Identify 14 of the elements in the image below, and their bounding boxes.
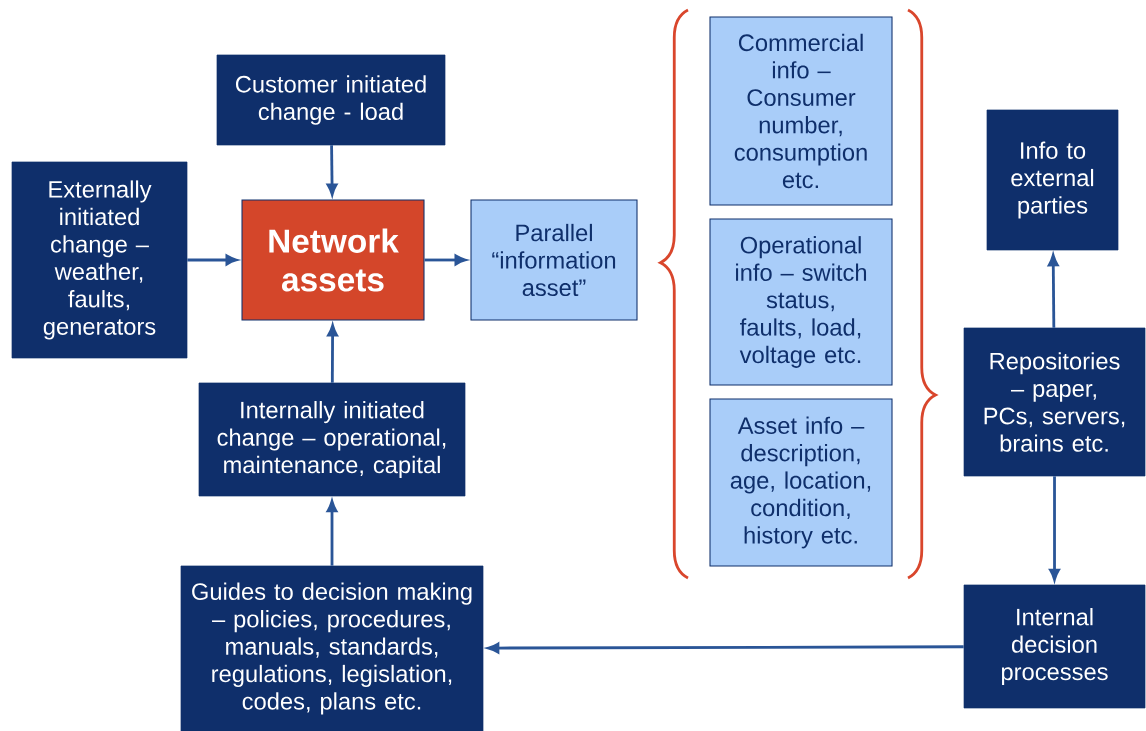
process-box: Guides to decision making – policies, procedures, manuals, standards, regulations, legislation, codes, plans etc. (180, 565, 484, 731)
process-box: Externally initiated change – weather, faults, generators (11, 161, 188, 359)
info-box: Operational info – switch status, faults, load, voltage etc. (709, 218, 893, 386)
process-box: Repositories – paper, PCs, servers, brains etc. (963, 327, 1146, 477)
info-box: Parallel “information asset” (470, 199, 638, 321)
network-assets-box: Network assets (241, 199, 425, 321)
info-box: Asset info – description, age, location, condition, history etc. (709, 398, 893, 567)
process-box: Internally initiated change – operational, maintenance, capital (198, 382, 466, 497)
arrow (424, 254, 467, 266)
process-box: Info to external parties (986, 109, 1119, 251)
info-box: Commercial info – Consumer number, consumption etc. (709, 16, 893, 206)
process-box: Customer initiated change - load (216, 54, 446, 146)
arrow (187, 254, 238, 266)
process-box: Internal decision processes (963, 584, 1146, 709)
